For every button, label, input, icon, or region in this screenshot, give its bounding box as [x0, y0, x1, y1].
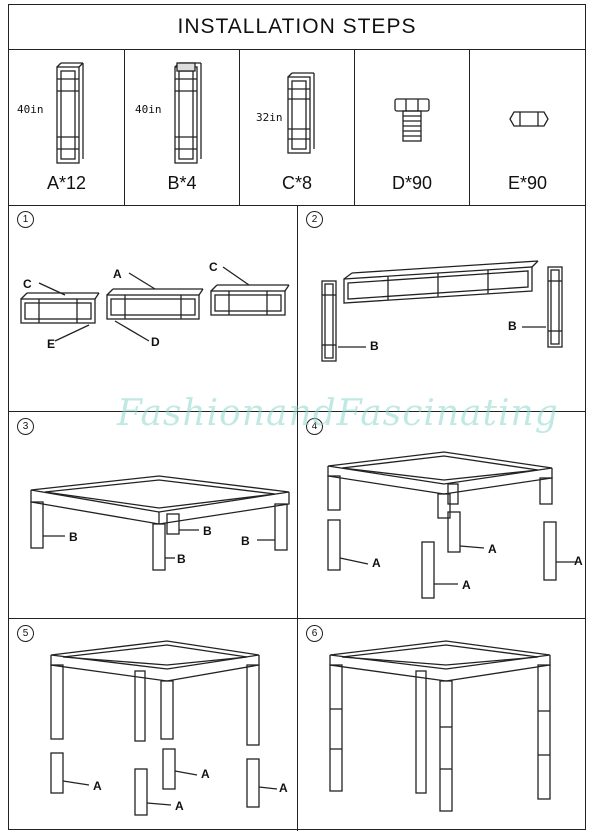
step-1-number: 1 — [17, 211, 34, 228]
part-e-qty: E*90 — [507, 173, 548, 193]
step-2-label-b-left: B — [370, 339, 379, 353]
step-1: 1 C A C E D — [9, 205, 298, 412]
step-5: 5 A A A A — [9, 619, 298, 831]
watermark: FashionandFascinating — [117, 393, 559, 434]
step-3-drawing — [30, 475, 290, 571]
step-2-number: 2 — [306, 211, 323, 228]
nut-icon — [509, 111, 549, 127]
part-c: 32in C*8 — [240, 49, 355, 205]
step-1-label-c-left: C — [23, 277, 32, 291]
step-5-drawing — [50, 640, 278, 816]
step-5-label-a-1: A — [93, 779, 102, 793]
part-a-qty: A*12 — [46, 173, 87, 193]
step-6: 6 — [298, 619, 585, 831]
part-a: 40in A*12 — [9, 49, 125, 205]
part-c-qty: C*8 — [281, 173, 312, 193]
step-1-label-d: D — [151, 335, 160, 349]
step-4-drawing — [327, 451, 576, 599]
step-1-label-e: E — [47, 337, 56, 351]
part-d-qty: D*90 — [391, 173, 433, 193]
step-1-label-c-right: C — [209, 260, 218, 274]
part-c-length: 32in — [256, 111, 283, 124]
truss-long-icon — [56, 62, 84, 164]
page-title: INSTALLATION STEPS — [9, 5, 585, 50]
bolt-icon — [394, 98, 430, 142]
step-3-label-b-3: B — [177, 552, 186, 566]
step-4-label-a-1: A — [372, 556, 381, 570]
step-4: 4 A A A A — [298, 412, 585, 619]
instruction-sheet: INSTALLATION STEPS 40in A*12 — [8, 4, 586, 831]
part-b: 40in B*4 — [125, 49, 240, 205]
step-5-label-a-4: A — [279, 781, 288, 795]
step-3: 3 B B B B — [9, 412, 298, 619]
step-2: 2 B B — [298, 205, 585, 412]
truss-long-plate-icon — [174, 62, 202, 164]
part-b-qty: B*4 — [167, 173, 197, 193]
step-3-number: 3 — [17, 418, 34, 435]
step-4-number: 4 — [306, 418, 323, 435]
step-4-label-a-3: A — [488, 542, 497, 556]
part-d: D*90 — [355, 49, 470, 205]
step-4-label-a-4: A — [574, 554, 583, 568]
step-3-label-b-2: B — [203, 524, 212, 538]
step-5-number: 5 — [17, 625, 34, 642]
step-1-label-a: A — [113, 267, 122, 281]
step-1-drawing — [20, 266, 290, 342]
part-a-length: 40in — [17, 103, 44, 116]
part-b-length: 40in — [135, 103, 162, 116]
step-2-drawing — [321, 260, 563, 362]
step-3-label-b-4: B — [241, 534, 250, 548]
step-3-label-b-1: B — [69, 530, 78, 544]
step-2-label-b-right: B — [508, 319, 517, 333]
step-6-number: 6 — [306, 625, 323, 642]
parts-row: 40in A*12 40in B*4 — [9, 49, 585, 206]
truss-short-icon — [287, 72, 315, 154]
step-5-label-a-3: A — [201, 767, 210, 781]
step-5-label-a-2: A — [175, 799, 184, 813]
step-4-label-a-2: A — [462, 578, 471, 592]
step-6-drawing — [329, 640, 551, 812]
part-e: E*90 — [470, 49, 585, 205]
